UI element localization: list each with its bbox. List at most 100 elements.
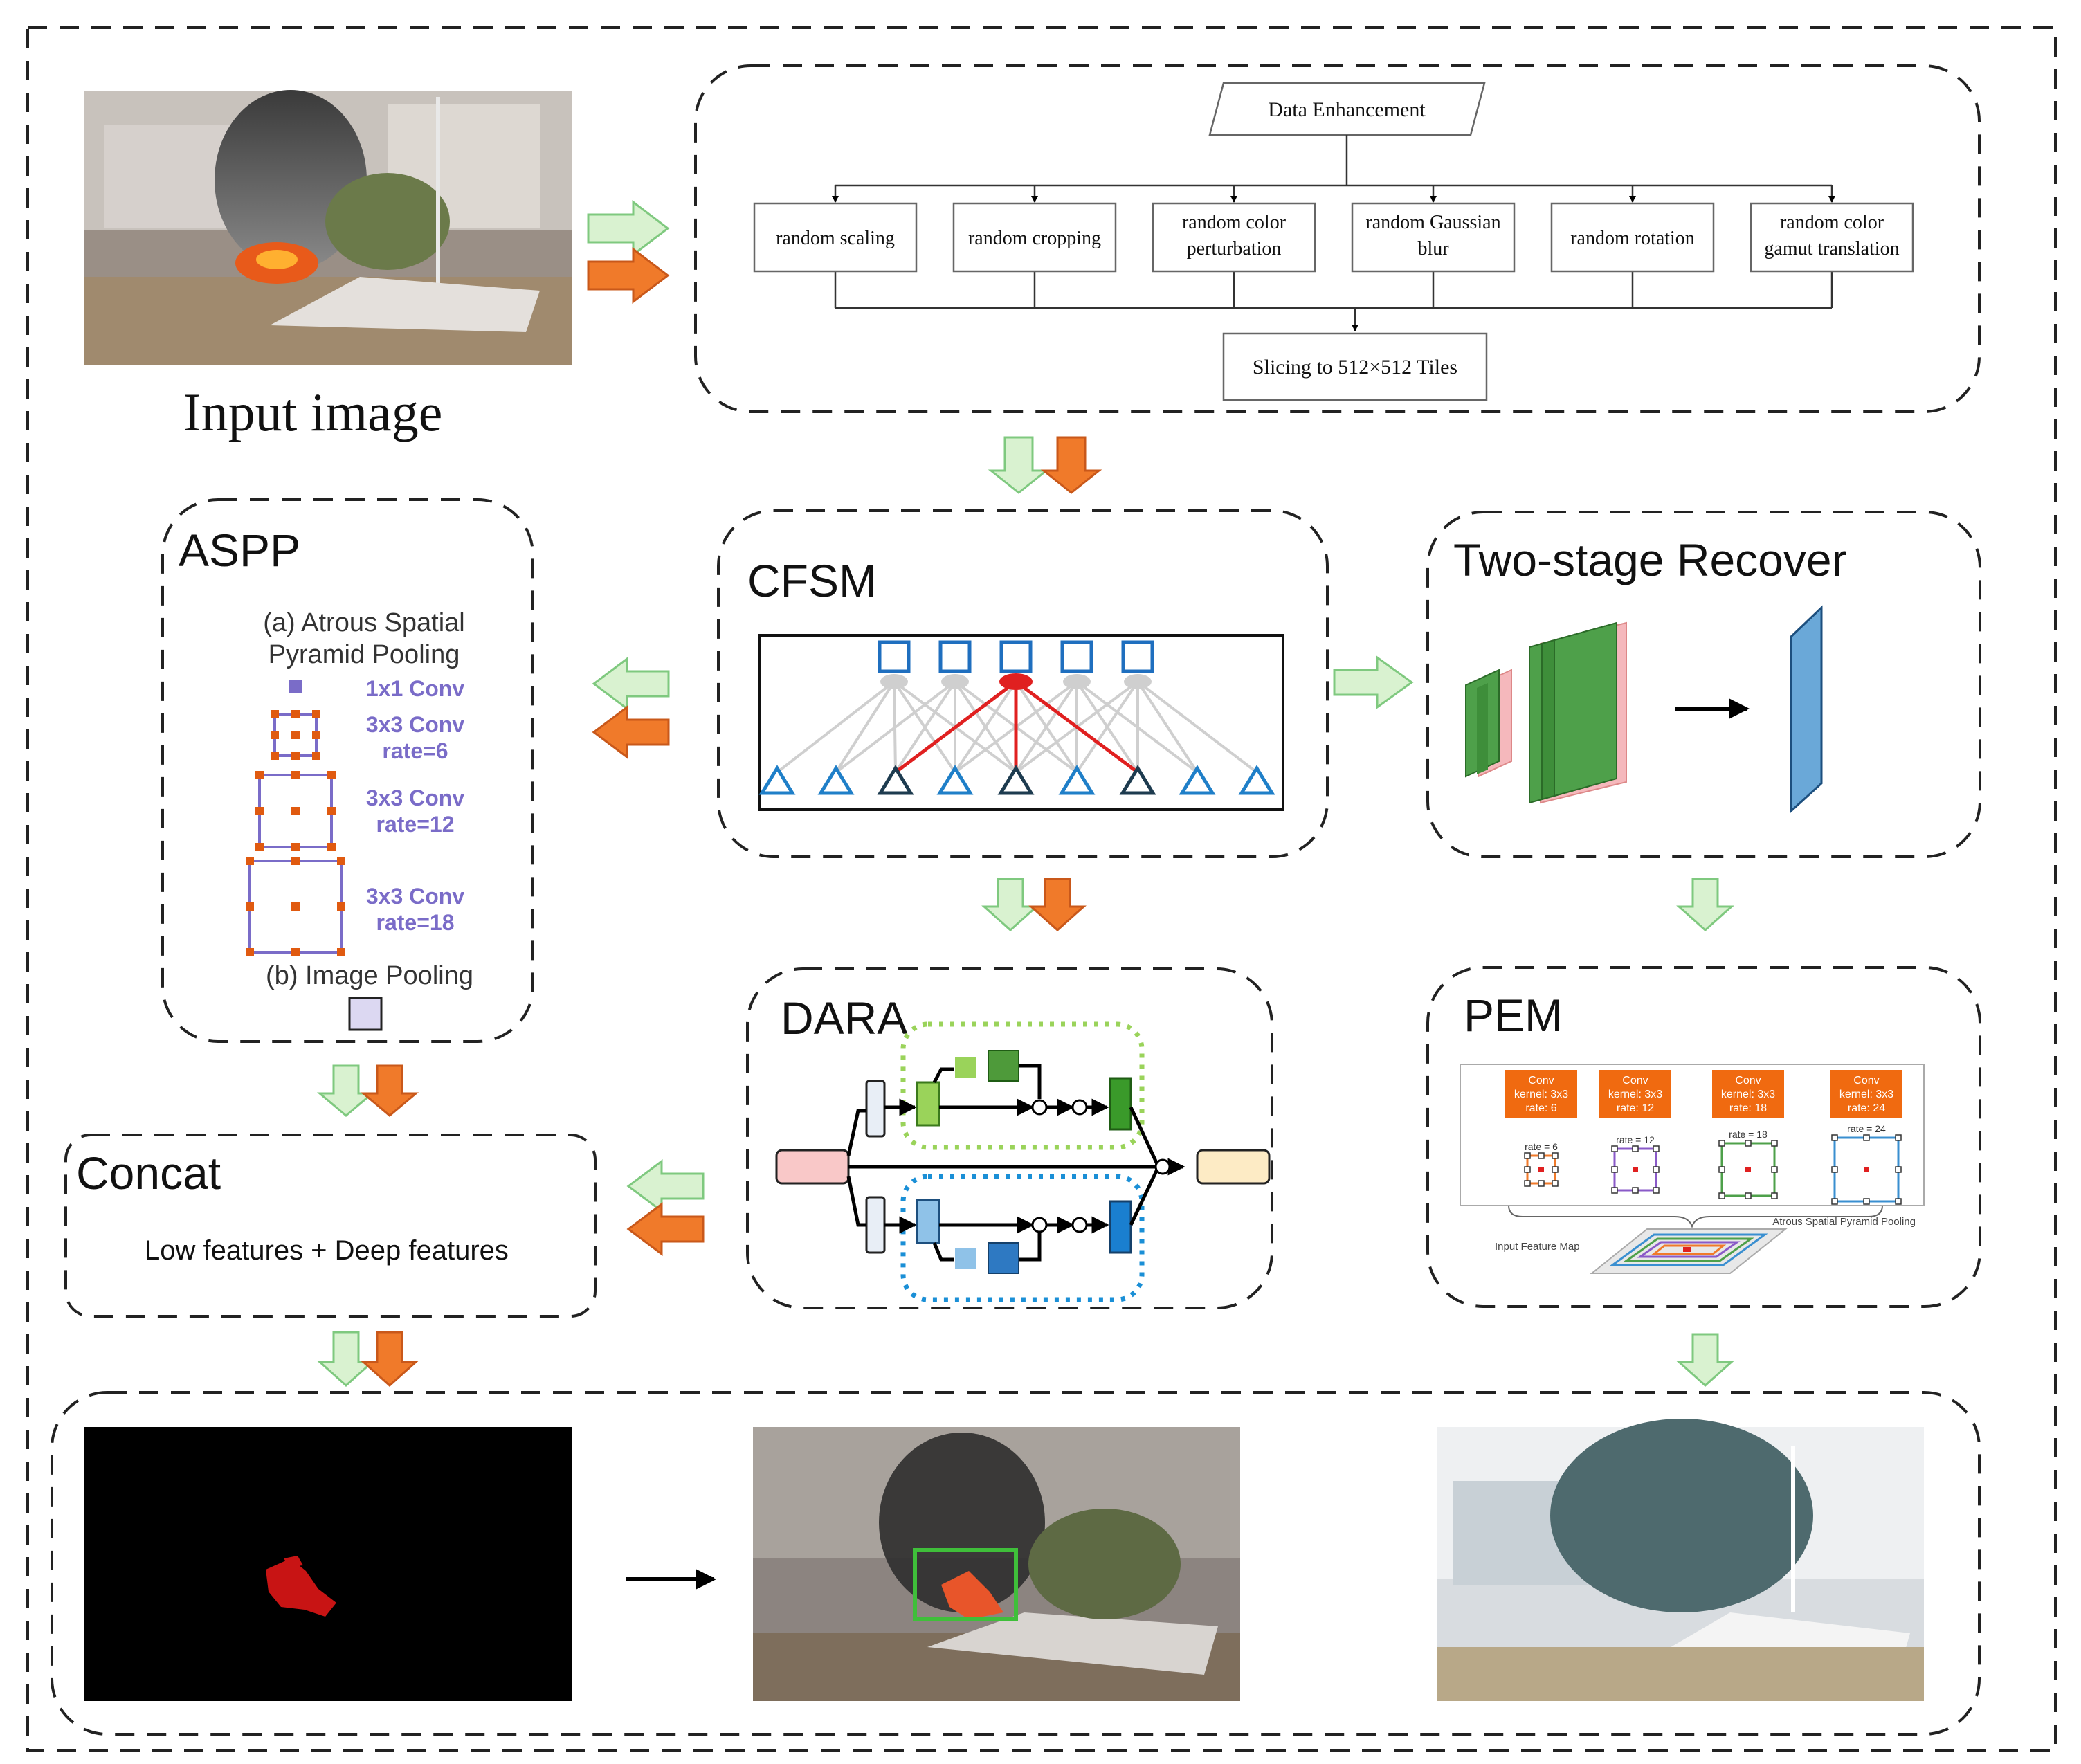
slicing-label: Slicing to 512×512 Tiles [1253,356,1457,379]
arrow-aspp-to-concat-green [316,1064,376,1117]
arrow-cfsm-to-dara-orange [1028,878,1087,932]
aspp-conv6-label-2: rate=6 [382,738,448,763]
enhance-op-box: random rotation [1550,202,1715,273]
aspp-conv1-label: 1x1 Conv [366,676,464,701]
arrow-enhance-to-cfsm-green [988,436,1050,494]
pem-aspp-label: Atrous Spatial Pyramid Pooling [1772,1216,1916,1228]
enhance-op-label: random rotation [1570,228,1695,249]
aspp-conv12-label-1: 3x3 Conv [366,785,464,810]
pem-conv-block: Conv kernel: 3x3 rate: 24 rate = 24 [1830,1070,1902,1205]
pem-title: PEM [1464,990,1563,1041]
pem-conv-label: Conv [1622,1075,1648,1086]
dara-block [775,1021,1271,1302]
arrow-input-to-enhance-green [587,199,670,257]
pem-conv-label: Conv [1735,1075,1761,1086]
cfsm-bottom-node [877,765,914,795]
cfsm-selected-hub [999,673,1033,690]
recover-title: Two-stage Recover [1453,534,1847,585]
recover-feature-blocks [1465,621,1627,804]
aspp-panel [161,498,534,1043]
pem-conv-label: rate: 24 [1848,1102,1885,1114]
arrow-cfsm-to-dara-green [981,878,1039,932]
arrow-cfsm-to-aspp-green [592,657,670,711]
data-enhancement-title-box: Data Enhancement [1208,82,1486,136]
input-caption: Input image [183,382,443,442]
concat-body: Low features + Deep features [145,1235,509,1266]
arrow-pem-to-output-green [1676,1333,1734,1388]
aspp-heading-b: (b) Image Pooling [266,961,473,990]
cfsm-bottom-node [997,765,1035,795]
pem-conv-label: kernel: 3x3 [1608,1089,1662,1100]
aspp-conv18-label-2: rate=18 [376,910,455,935]
pem-conv-label: rate: 12 [1617,1102,1654,1114]
enhance-op-box: random scaling [753,202,918,273]
enhance-op-label: random color [1182,212,1287,233]
arrow-recover-to-pem-green [1676,878,1734,932]
pem-conv-label: Conv [1528,1075,1554,1086]
aspp-kernel [255,771,336,851]
slicing-box [1222,332,1488,401]
output-panel [51,1391,1981,1736]
arrow-enhance-to-cfsm-orange [1040,436,1102,494]
arrow-concat-to-output-orange [361,1331,419,1388]
dara-panel [746,967,1273,1309]
concat-title: Concat [76,1147,221,1199]
cfsm-graph [758,640,1275,795]
arrow-dara-to-concat-green [626,1159,705,1213]
cfsm-title: CFSM [747,555,877,606]
pem-input-feature-map [1590,1228,1788,1274]
cfsm-top-node [999,640,1033,673]
pem-conv-label: rate: 18 [1729,1102,1767,1114]
cfsm-top-node [878,640,911,673]
pem-convs: Conv kernel: 3x3 rate: 6 rate = 6 Conv kernel… [1505,1070,1902,1205]
pem-conv-label: Conv [1853,1075,1879,1086]
cfsm-bottom-node [758,765,796,795]
enhance-op-label: perturbation [1187,238,1282,260]
cfsm-red-edge [894,680,1017,774]
pem-input-label: Input Feature Map [1495,1241,1580,1253]
cfsm-panel [717,509,1329,858]
cfsm-bottom-node [1238,765,1275,795]
arrow-concat-to-output-green [317,1331,375,1388]
aspp-heading-a-1: (a) Atrous Spatial [263,608,464,637]
pem-conv-label: kernel: 3x3 [1514,1089,1568,1100]
cfsm-top-node [938,640,972,673]
recovered-image [1437,1419,1924,1701]
enhance-op-label: random scaling [776,228,895,249]
aspp-kernel [271,710,320,760]
pem-conv-label: kernel: 3x3 [1721,1089,1775,1100]
data-enhancement-panel [694,64,1981,413]
aspp-heading-a-2: Pyramid Pooling [269,640,460,669]
segmentation-mask-image [84,1427,572,1701]
enhance-op-box: random cropping [952,202,1117,273]
arrow-cfsm-to-aspp-orange [592,705,670,759]
pem-brace [1508,1205,1883,1228]
input-image [84,90,572,365]
cfsm-bottom-node [817,765,855,795]
pem-rate-label: rate = 12 [1616,1134,1655,1145]
aspp-conv18-label-1: 3x3 Conv [366,884,464,909]
arrow-cfsm-to-recover-green [1333,655,1414,709]
pem-conv-label: rate: 6 [1525,1102,1556,1114]
enhance-op-label: random cropping [968,228,1101,249]
pem-rate-label: rate = 6 [1525,1141,1558,1152]
cfsm-node-hub [1063,674,1091,689]
cfsm-top-node [1060,640,1093,673]
enhance-op-label: blur [1417,238,1449,260]
recover-output-block [1790,605,1823,814]
dara-title: DARA [781,992,907,1044]
arrow-dara-to-concat-orange [626,1202,705,1256]
cfsm-bottom-node [1058,765,1096,795]
pem-rate-label: rate = 24 [1847,1123,1886,1134]
aspp-kernels [246,710,345,956]
pem-conv-label: kernel: 3x3 [1839,1089,1893,1100]
enhance-op-label: gamut translation [1764,238,1899,260]
arrow-input-to-enhance-orange [587,246,670,304]
enhance-tree-lines [832,135,1835,331]
pem-rate-label: rate = 18 [1729,1129,1768,1140]
aspp-title: ASPP [179,525,300,576]
cfsm-node-hub [941,674,969,689]
pem-conv-block: Conv kernel: 3x3 rate: 18 rate = 18 [1712,1070,1784,1199]
